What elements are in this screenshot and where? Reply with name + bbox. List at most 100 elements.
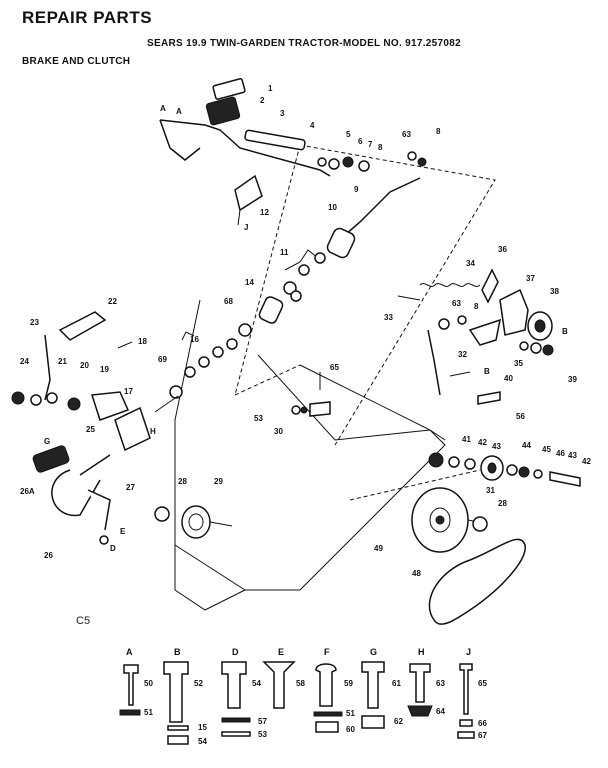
callout-label: 69 [158, 355, 167, 364]
callout-label: 31 [486, 486, 495, 495]
callout-label: 40 [504, 374, 513, 383]
callout-label: 1 [268, 84, 273, 93]
callout-label: 63 [402, 130, 411, 139]
callout-label: A [176, 107, 182, 116]
section-title: BRAKE AND CLUTCH [22, 56, 131, 67]
callout-label: 32 [458, 350, 467, 359]
callout-label: J [244, 223, 248, 232]
hardware-part-number: 62 [394, 717, 403, 726]
callout-label: 7 [368, 140, 373, 149]
callout-label: 48 [412, 569, 421, 578]
callout-label: 8 [378, 143, 383, 152]
callout-label: 4 [310, 121, 315, 130]
callout-label: 38 [550, 287, 559, 296]
model-subtitle: SEARS 19.9 TWIN-GARDEN TRACTOR-MODEL NO.… [147, 38, 461, 49]
callout-label: 42 [478, 438, 487, 447]
callout-label: D [110, 544, 116, 553]
clutch-rod-hardware [169, 249, 326, 399]
bracket-part-12 [234, 174, 263, 226]
callout-label: 14 [245, 278, 254, 287]
hardware-part-number: 54 [252, 679, 261, 688]
hardware-part-number: 57 [258, 717, 267, 726]
callout-label: 39 [568, 375, 577, 384]
idler-bracket-assembly [397, 268, 554, 396]
brake-band-assembly [32, 445, 111, 545]
callout-label: 41 [462, 435, 471, 444]
callout-label: 28 [498, 499, 507, 508]
callout-label: 18 [138, 337, 147, 346]
pulley-stack-41-46 [428, 452, 581, 487]
callout-labels: 1 2 3 A A 4 5 6 7 8 63 8 9 10 12 J 11 14… [20, 84, 591, 578]
callout-label: 12 [260, 208, 269, 217]
hardware-part-number: 15 [198, 723, 207, 732]
callout-label: 6 [358, 137, 363, 146]
callout-label: 42 [582, 457, 591, 466]
chassis-frame-outline [174, 144, 496, 611]
callout-label: 8 [436, 127, 441, 136]
hardware-letter: J [466, 647, 471, 657]
hardware-part-number: 51 [144, 708, 153, 717]
callout-label: 2 [260, 96, 265, 105]
callout-label: 10 [328, 203, 337, 212]
callout-label: 26A [20, 487, 35, 496]
callout-label: 45 [542, 445, 551, 454]
callout-label: 5 [346, 130, 351, 139]
hardware-part-number: 65 [478, 679, 487, 688]
callout-label: 43 [568, 451, 577, 460]
callout-label: 8 [474, 302, 479, 311]
callout-label: 20 [80, 361, 89, 370]
brake-pedal-assembly [159, 78, 427, 177]
callout-label: 30 [274, 427, 283, 436]
hardware-letter: A [126, 647, 133, 657]
callout-label: G [44, 437, 50, 446]
callout-label: 33 [384, 313, 393, 322]
callout-label: 44 [522, 441, 531, 450]
hardware-letter: D [232, 647, 239, 657]
callout-label: A [160, 104, 166, 113]
callout-label: 35 [514, 359, 523, 368]
callout-label: 17 [124, 387, 133, 396]
hardware-part-number: 52 [194, 679, 203, 688]
callout-label: 16 [190, 335, 199, 344]
callout-label: B [562, 327, 568, 336]
callout-label: 9 [354, 185, 359, 194]
callout-label: 63 [452, 299, 461, 308]
hardware-part-number: 50 [144, 679, 153, 688]
callout-label: B [484, 367, 490, 376]
callout-label: 34 [466, 259, 475, 268]
hardware-legend: A 50 51 B 52 15 54 D 54 57 53 E 58 F 59 … [119, 647, 487, 746]
callout-label: 26 [44, 551, 53, 560]
callout-label: 68 [224, 297, 233, 306]
callout-label: 65 [330, 363, 339, 372]
callout-label: 25 [86, 425, 95, 434]
hardware-part-number: 53 [258, 730, 267, 739]
figure-code: C5 [76, 615, 90, 627]
hardware-part-number: 67 [478, 731, 487, 740]
hardware-part-number: 59 [344, 679, 353, 688]
hardware-letter: F [324, 647, 330, 657]
callout-label: 49 [374, 544, 383, 553]
callout-label: 27 [126, 483, 135, 492]
callout-label: 3 [280, 109, 285, 118]
callout-label: 37 [526, 274, 535, 283]
page-title: REPAIR PARTS [22, 8, 153, 27]
callout-label: 43 [492, 442, 501, 451]
hardware-letter: B [174, 647, 181, 657]
callout-label: 11 [280, 248, 289, 257]
callout-label: 24 [20, 357, 29, 366]
brake-rod [326, 177, 421, 259]
hardware-part-number: 60 [346, 725, 355, 734]
callout-label: 19 [100, 365, 109, 374]
callout-label: 21 [58, 357, 67, 366]
callout-label: 36 [498, 245, 507, 254]
callout-label: 29 [214, 477, 223, 486]
callout-label: 53 [254, 414, 263, 423]
main-pulley-and-belt [411, 487, 526, 625]
hardware-part-number: 61 [392, 679, 401, 688]
hardware-part-number: 51 [346, 709, 355, 718]
clutch-lever-assembly [11, 311, 179, 452]
idler-pulley-28-29 [154, 505, 233, 539]
linkage-parts-40-56 [291, 371, 501, 441]
hardware-letter: E [278, 647, 284, 657]
